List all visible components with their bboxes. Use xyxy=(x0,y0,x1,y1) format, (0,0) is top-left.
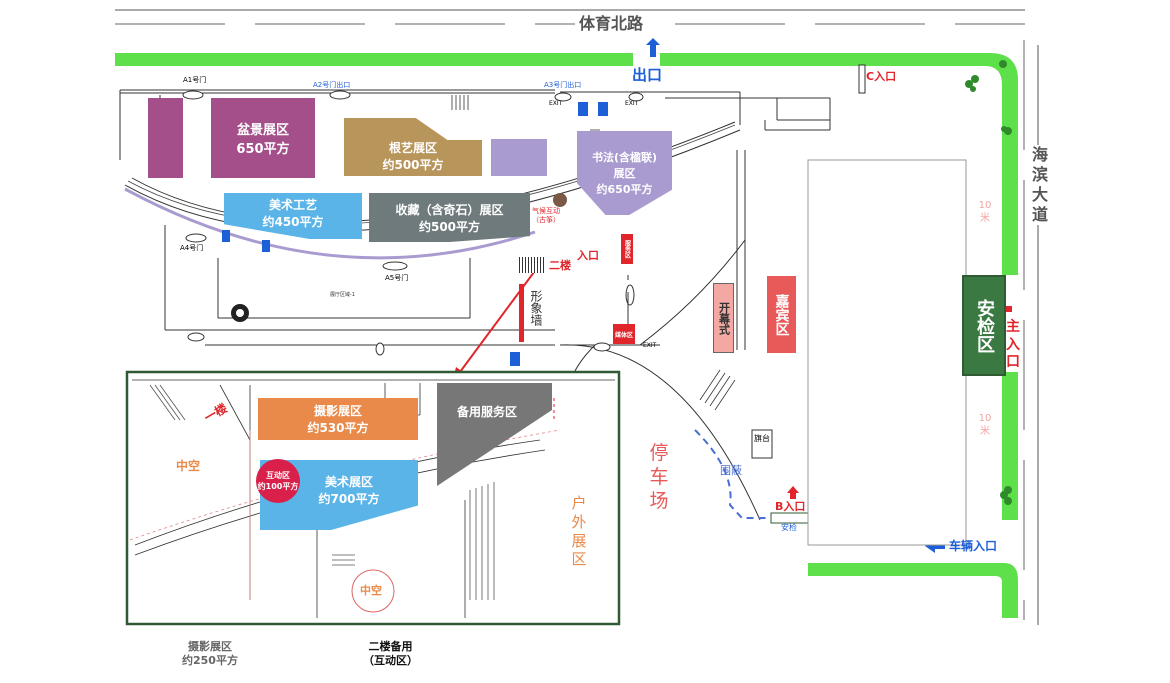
main-exit-label: 出口 xyxy=(632,66,663,84)
outdoor-zone-label: 户外展区 xyxy=(571,494,587,569)
gate-a2-label: A2号门出口 xyxy=(313,81,351,89)
reserve-zone xyxy=(491,139,547,176)
hall-label: 展厅区域-1 xyxy=(330,292,355,298)
gate-a4-label: A4号门 xyxy=(180,244,204,252)
b-security-label: 安检 xyxy=(781,523,797,532)
interactive-zone-area: 约100平方 xyxy=(257,482,299,491)
collection-zone-area: 约500平方 xyxy=(418,219,481,234)
north-road-label: 体育北路 xyxy=(575,14,648,34)
photo-zone-530-title: 摄影展区 xyxy=(313,404,362,418)
security-zone: 安检区 xyxy=(962,275,1006,376)
caption-second-2: （互动区） xyxy=(363,653,418,667)
bonsai-zone xyxy=(148,98,183,178)
gate-a1-label: A1号门 xyxy=(183,76,207,84)
caption-photo-2: 约250平方 xyxy=(182,653,238,667)
service-counter-label: 服务区 xyxy=(623,240,631,258)
parking-label: 停车场 xyxy=(649,442,669,512)
exit-label-1: EXIT xyxy=(549,100,563,107)
photo-zone-530-area: 约530平方 xyxy=(307,421,369,435)
exit-label-3: EXIT xyxy=(643,342,657,349)
b-entrance-label: B入口 xyxy=(775,500,806,513)
calligraphy-zone-sub: 展区 xyxy=(613,167,636,180)
c-entrance-label: C入口 xyxy=(866,70,897,83)
main-entrance-label: 主入口 xyxy=(1006,319,1020,370)
fine-arts-700-area: 约700平方 xyxy=(318,492,380,506)
collection-zone-title: 收藏（含奇石）展区 xyxy=(395,202,504,217)
fine-arts-crafts-area: 约450平方 xyxy=(262,215,324,229)
service-counter: 服务区 xyxy=(621,234,633,264)
root-art-zone-title: 根艺展区 xyxy=(388,141,437,155)
image-wall-label: 形象墙 xyxy=(529,290,543,326)
guzheng-label: 气候互动 （古筝） xyxy=(532,207,560,225)
gate-a5-label: A5号门 xyxy=(385,274,409,282)
enclosure-label: 围蔽 xyxy=(720,464,742,477)
vip-zone: 嘉宾区 xyxy=(767,276,796,353)
vehicle-entrance-label: 车辆入口 xyxy=(949,539,998,553)
guzheng-label-2: （古筝） xyxy=(532,215,560,224)
guzheng-marker xyxy=(553,193,567,207)
collection-zone: 收藏（含奇石）展区 约500平方 xyxy=(369,193,530,242)
caption-second-floor: 二楼备用 （互动区） xyxy=(363,640,418,668)
distance-top-label: 10米 xyxy=(978,200,992,224)
opening-ceremony-zone: 开幕式 xyxy=(713,283,734,353)
image-wall-bar xyxy=(519,284,524,342)
distance-bottom-label: 10米 xyxy=(978,413,992,437)
media-zone: 媒体区 xyxy=(613,324,635,344)
interactive-zone: 互动区 约100平方 xyxy=(256,459,300,503)
gate-a3-label: A3号门出口 xyxy=(544,81,582,89)
bonsai-zone-main: 盆景展区 650平方 xyxy=(211,98,315,178)
opening-ceremony-label: 开幕式 xyxy=(717,301,731,335)
media-zone-label: 媒体区 xyxy=(614,331,633,339)
entrance-label: 入口 xyxy=(577,249,599,262)
caption-photo-1: 摄影展区 xyxy=(187,640,232,653)
fine-arts-700-title: 美术展区 xyxy=(324,475,373,489)
calligraphy-zone-area: 约650平方 xyxy=(596,183,653,196)
calligraphy-zone-title: 书法(含楹联) xyxy=(591,151,658,164)
caption-photo: 摄影展区 约250平方 xyxy=(182,640,238,668)
vip-zone-label: 嘉宾区 xyxy=(773,293,790,336)
atrium-label-1: 中空 xyxy=(176,459,201,473)
east-road-label: 海滨大道 xyxy=(1030,145,1050,225)
root-art-zone-area: 约500平方 xyxy=(382,158,444,172)
entrance-gates xyxy=(519,257,545,273)
bonsai-zone-title: 盆景展区 xyxy=(236,123,289,138)
security-zone-label: 安检区 xyxy=(974,298,995,353)
photo-zone-530: 摄影展区 约530平方 xyxy=(258,398,418,440)
guzheng-label-1: 气候互动 xyxy=(532,207,560,215)
fine-arts-crafts-title: 美术工艺 xyxy=(268,198,317,212)
atrium-label-2: 中空 xyxy=(360,584,382,597)
caption-second-1: 二楼备用 xyxy=(368,640,413,653)
exit-label-2: EXIT xyxy=(625,100,639,107)
bonsai-zone-area: 650平方 xyxy=(236,142,290,157)
second-floor-label: 二楼 xyxy=(549,259,571,272)
interactive-zone-title: 互动区 xyxy=(266,471,290,480)
flag-platform-label: 旗台 xyxy=(754,434,770,443)
reserve-service-label: 备用服务区 xyxy=(457,405,518,419)
